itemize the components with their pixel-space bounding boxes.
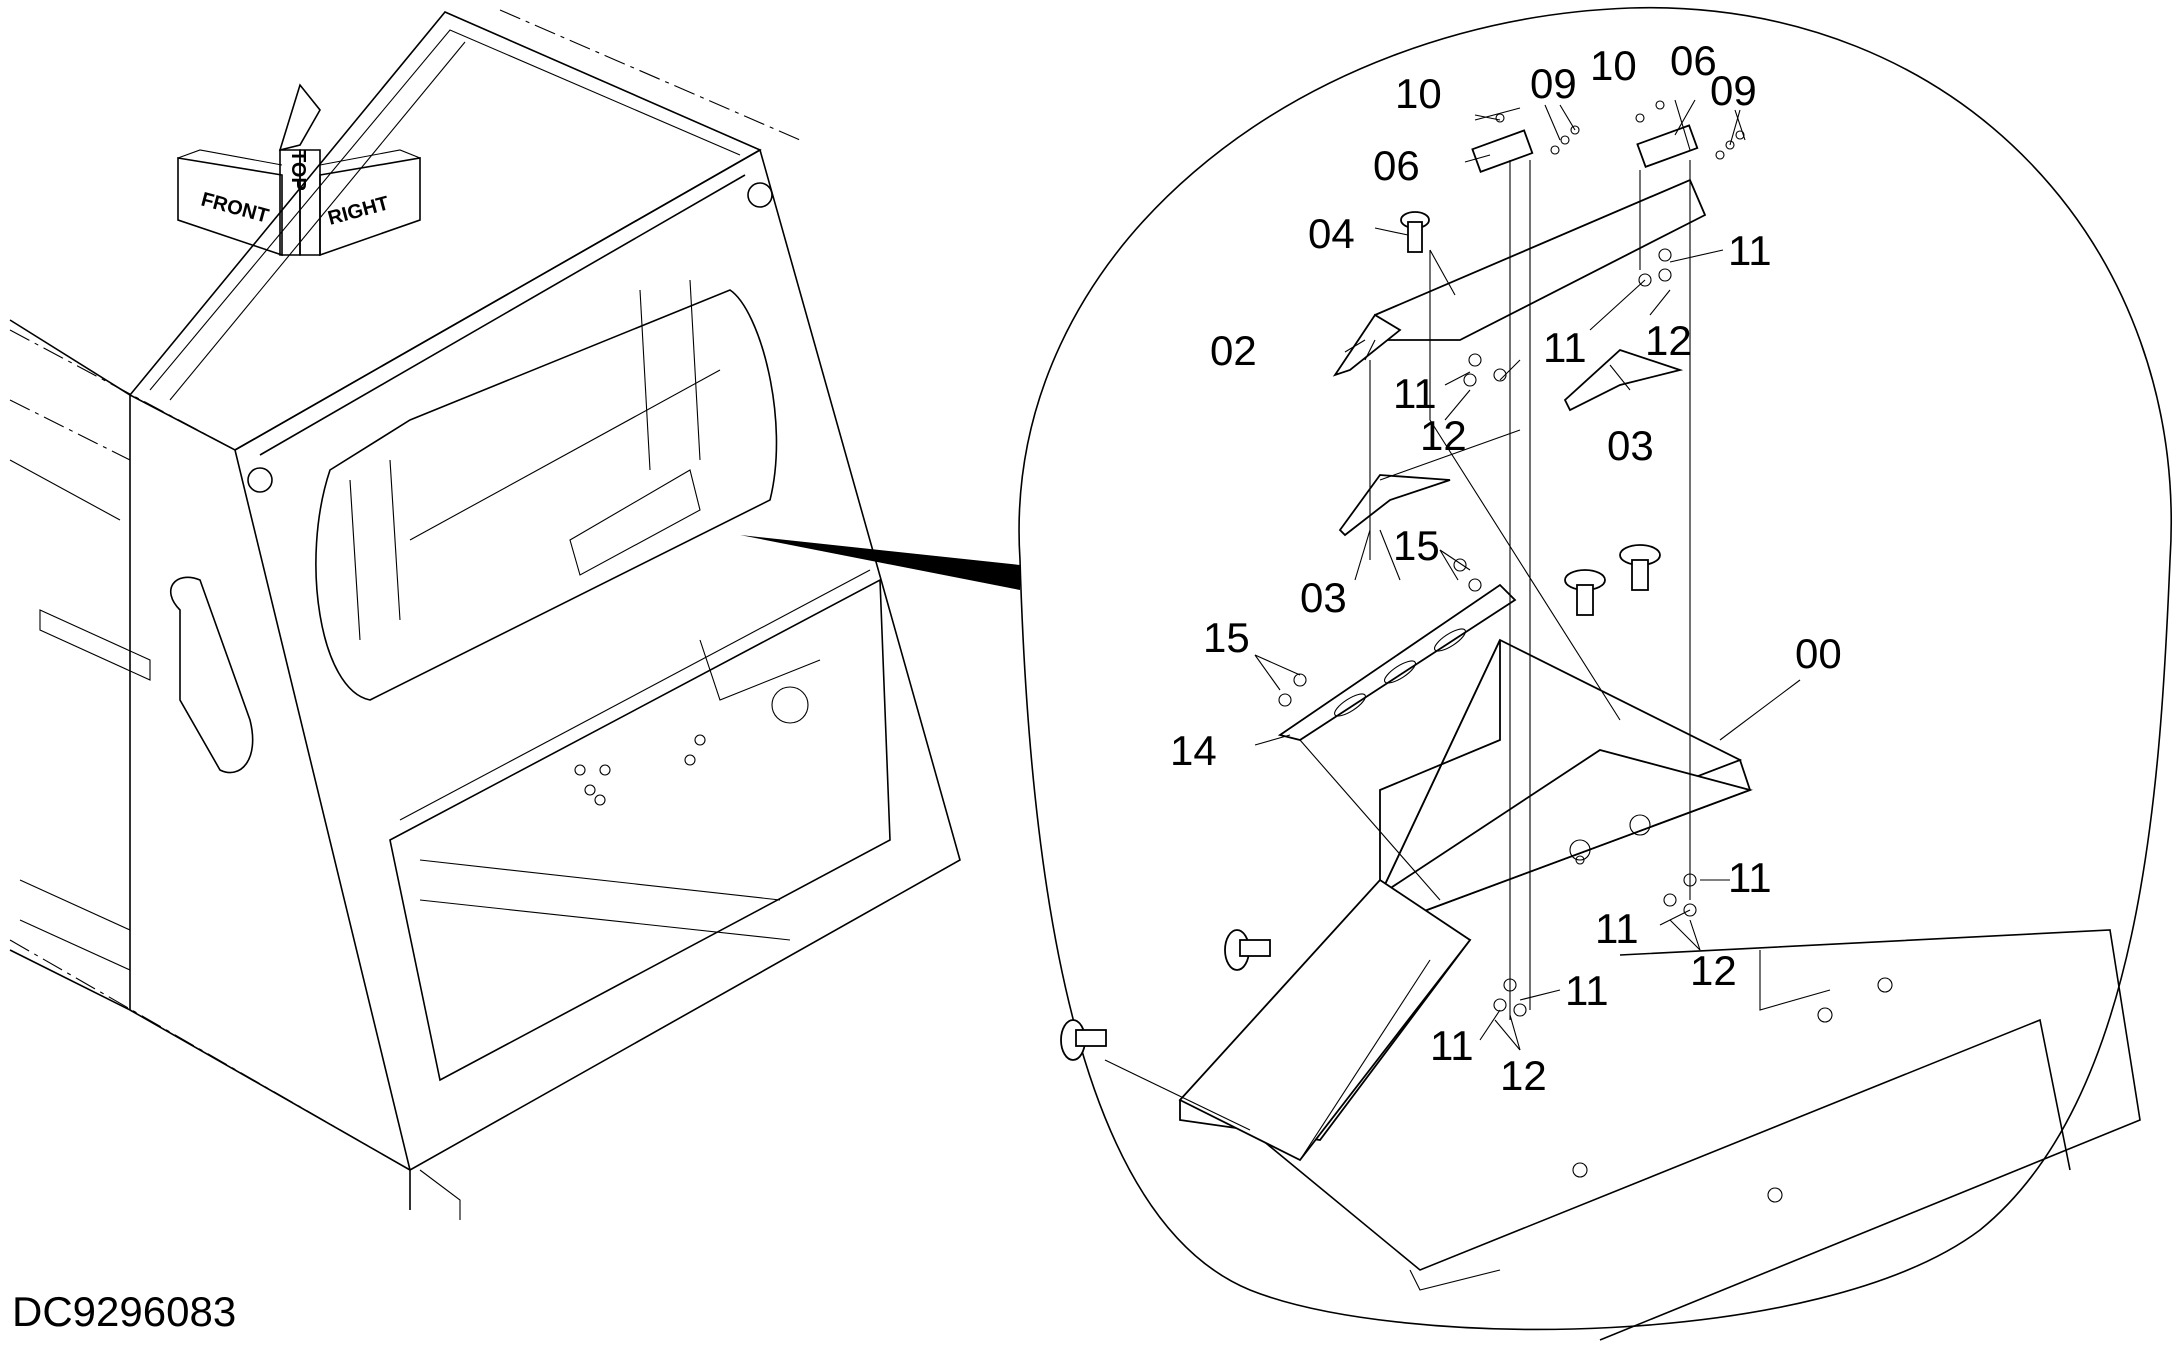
callout-06: 06 [1670,37,1717,84]
callout-03: 03 [1300,574,1347,621]
detail-view: 10 09 10 06 09 06 04 11 02 11 12 11 12 0… [1018,7,2172,1341]
callout-04: 04 [1308,210,1355,257]
callout-10: 10 [1590,42,1637,89]
part-06-hinge-left [1471,129,1534,173]
callout-11: 11 [1595,905,1639,952]
callout-06: 06 [1373,142,1420,189]
callout-09: 09 [1710,67,1757,114]
callout-03: 03 [1607,422,1654,469]
part-03-strip-left [1338,474,1451,537]
part-04-knob [1400,211,1430,253]
orientation-symbol: TOP FRONT RIGHT [177,83,421,257]
fasteners [1278,100,1745,1017]
callout-11: 11 [1565,967,1609,1014]
callout-11: 11 [1393,370,1437,417]
part-00-bracket [1178,638,1753,1162]
orientation-top-label: TOP [287,150,309,191]
callout-15: 15 [1393,522,1440,569]
callout-12: 12 [1690,947,1737,994]
callout-11: 11 [1543,324,1587,371]
callout-12: 12 [1420,412,1467,459]
orientation-front-label: FRONT [199,189,271,228]
callout-09: 09 [1530,60,1577,107]
callout-14: 14 [1170,727,1217,774]
orientation-right-label: RIGHT [326,192,392,229]
callout-11: 11 [1430,1022,1474,1069]
machine-frame [9,9,1020,1220]
callout-11: 11 [1728,227,1772,274]
callout-12: 12 [1500,1052,1547,1099]
part-02-cover [1332,178,1707,377]
callout-15: 15 [1203,614,1250,661]
callout-labels: 10 09 10 06 09 06 04 11 02 11 12 11 12 0… [1170,37,1842,1099]
callout-leaders [1254,99,1801,1051]
callout-12: 12 [1645,317,1692,364]
callout-02: 02 [1210,327,1257,374]
bumpers [1060,544,1661,1061]
part-14-plate [1277,583,1517,741]
detail-boundary [1018,7,2172,1331]
callout-11: 11 [1728,854,1772,901]
drawing-number: DC9296083 [12,1288,237,1335]
callout-10: 10 [1395,70,1442,117]
callout-00: 00 [1795,630,1842,677]
part-06-hinge-right [1636,124,1699,168]
